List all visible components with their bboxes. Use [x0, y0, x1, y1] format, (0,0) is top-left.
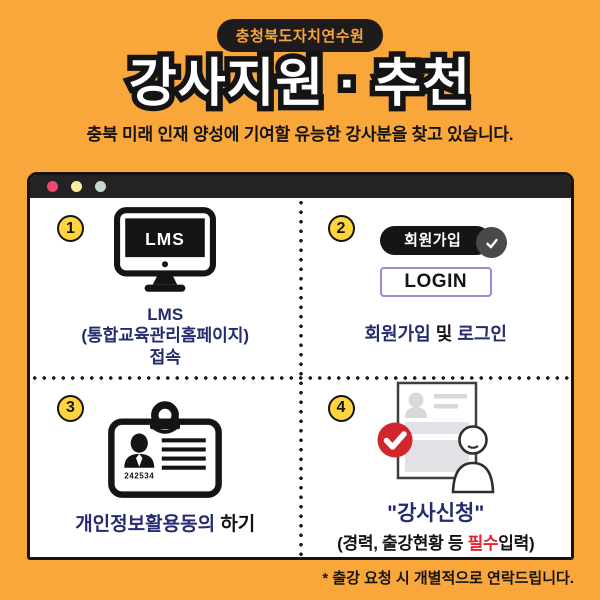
- window-body: 1 LMS LMS (통합교육관리홈페이지) 접속 2: [30, 198, 571, 557]
- browser-window: 1 LMS LMS (통합교육관리홈페이지) 접속 2: [27, 172, 574, 560]
- header-area: 충청북도자치연수원 강사지원 · 추천 강사지원 · 추천 충북 미래 인재 양…: [0, 0, 600, 145]
- monitor-screen-label: LMS: [145, 229, 185, 249]
- window-dot-yellow-icon: [71, 181, 82, 192]
- step-1-line-1: LMS: [147, 304, 184, 324]
- step-1-panel: 1 LMS LMS (통합교육관리홈페이지) 접속: [30, 198, 301, 378]
- caption-detail-suffix: 입력): [498, 534, 535, 554]
- step-4-number-badge: 4: [327, 394, 355, 422]
- page-subtitle: 충북 미래 인재 양성에 기여할 유능한 강사분을 찾고 있습니다.: [86, 125, 514, 145]
- id-card-icon: 242534: [108, 401, 223, 498]
- step-3-number-badge: 3: [57, 394, 84, 422]
- page-title-outline: 강사지원 · 추천: [123, 50, 475, 118]
- step-3-caption: 개인정보활용동의 하기: [75, 509, 255, 536]
- step-1-line-3: 접속: [149, 348, 181, 368]
- signup-button-illustration: 회원가입: [380, 226, 508, 259]
- caption-privacy: 개인정보활용동의: [75, 513, 216, 535]
- caption-required: 필수: [467, 534, 499, 554]
- step-1-caption: LMS (통합교육관리홈페이지) 접속: [81, 304, 249, 369]
- page-title-text: 강사지원 · 추천: [128, 55, 472, 113]
- signup-button: 회원가입: [380, 226, 492, 256]
- application-form-check-icon: [377, 382, 495, 494]
- horizontal-dotted-divider: [30, 374, 571, 381]
- step-2-number-badge: 2: [327, 215, 355, 242]
- step-2-caption: 회원가입 및 로그인: [365, 320, 508, 346]
- window-dot-red-icon: [47, 181, 58, 192]
- caption-signup: 회원가입: [364, 324, 431, 345]
- footnote: * 출강 요청 시 개별적으로 연락드립니다.: [322, 570, 574, 587]
- caption-and: 및: [430, 324, 458, 345]
- lms-monitor-icon: LMS: [114, 206, 217, 292]
- window-dot-green-icon: [95, 181, 106, 192]
- step-4-caption-title: "강사신청": [387, 502, 485, 526]
- login-button: LOGIN: [379, 267, 492, 298]
- caption-detail-prefix: (경력, 출강현황 등: [337, 534, 468, 554]
- step-1-line-2: (통합교육관리홈페이지): [81, 326, 250, 346]
- org-badge: 충청북도자치연수원: [216, 19, 384, 52]
- step-2-panel: 2 회원가입 LOGIN 회원가입 및 로그인: [301, 198, 572, 378]
- step-4-caption-detail: (경력, 출강현황 등 필수입력): [337, 529, 534, 554]
- checkmark-icon: [476, 227, 508, 259]
- window-titlebar: [30, 175, 571, 198]
- step-1-number-badge: 1: [57, 215, 84, 242]
- page-title: 강사지원 · 추천 강사지원 · 추천: [0, 50, 600, 118]
- step-3-panel: 3 242534 개인정보활용동의 하기: [30, 378, 301, 558]
- id-card-number: 242534: [124, 471, 154, 480]
- caption-do: 하기: [215, 513, 256, 535]
- caption-login: 로그인: [457, 324, 507, 345]
- step-4-panel: 4 "강사신청" (경력, 출강현황 등 필수입력): [301, 378, 572, 558]
